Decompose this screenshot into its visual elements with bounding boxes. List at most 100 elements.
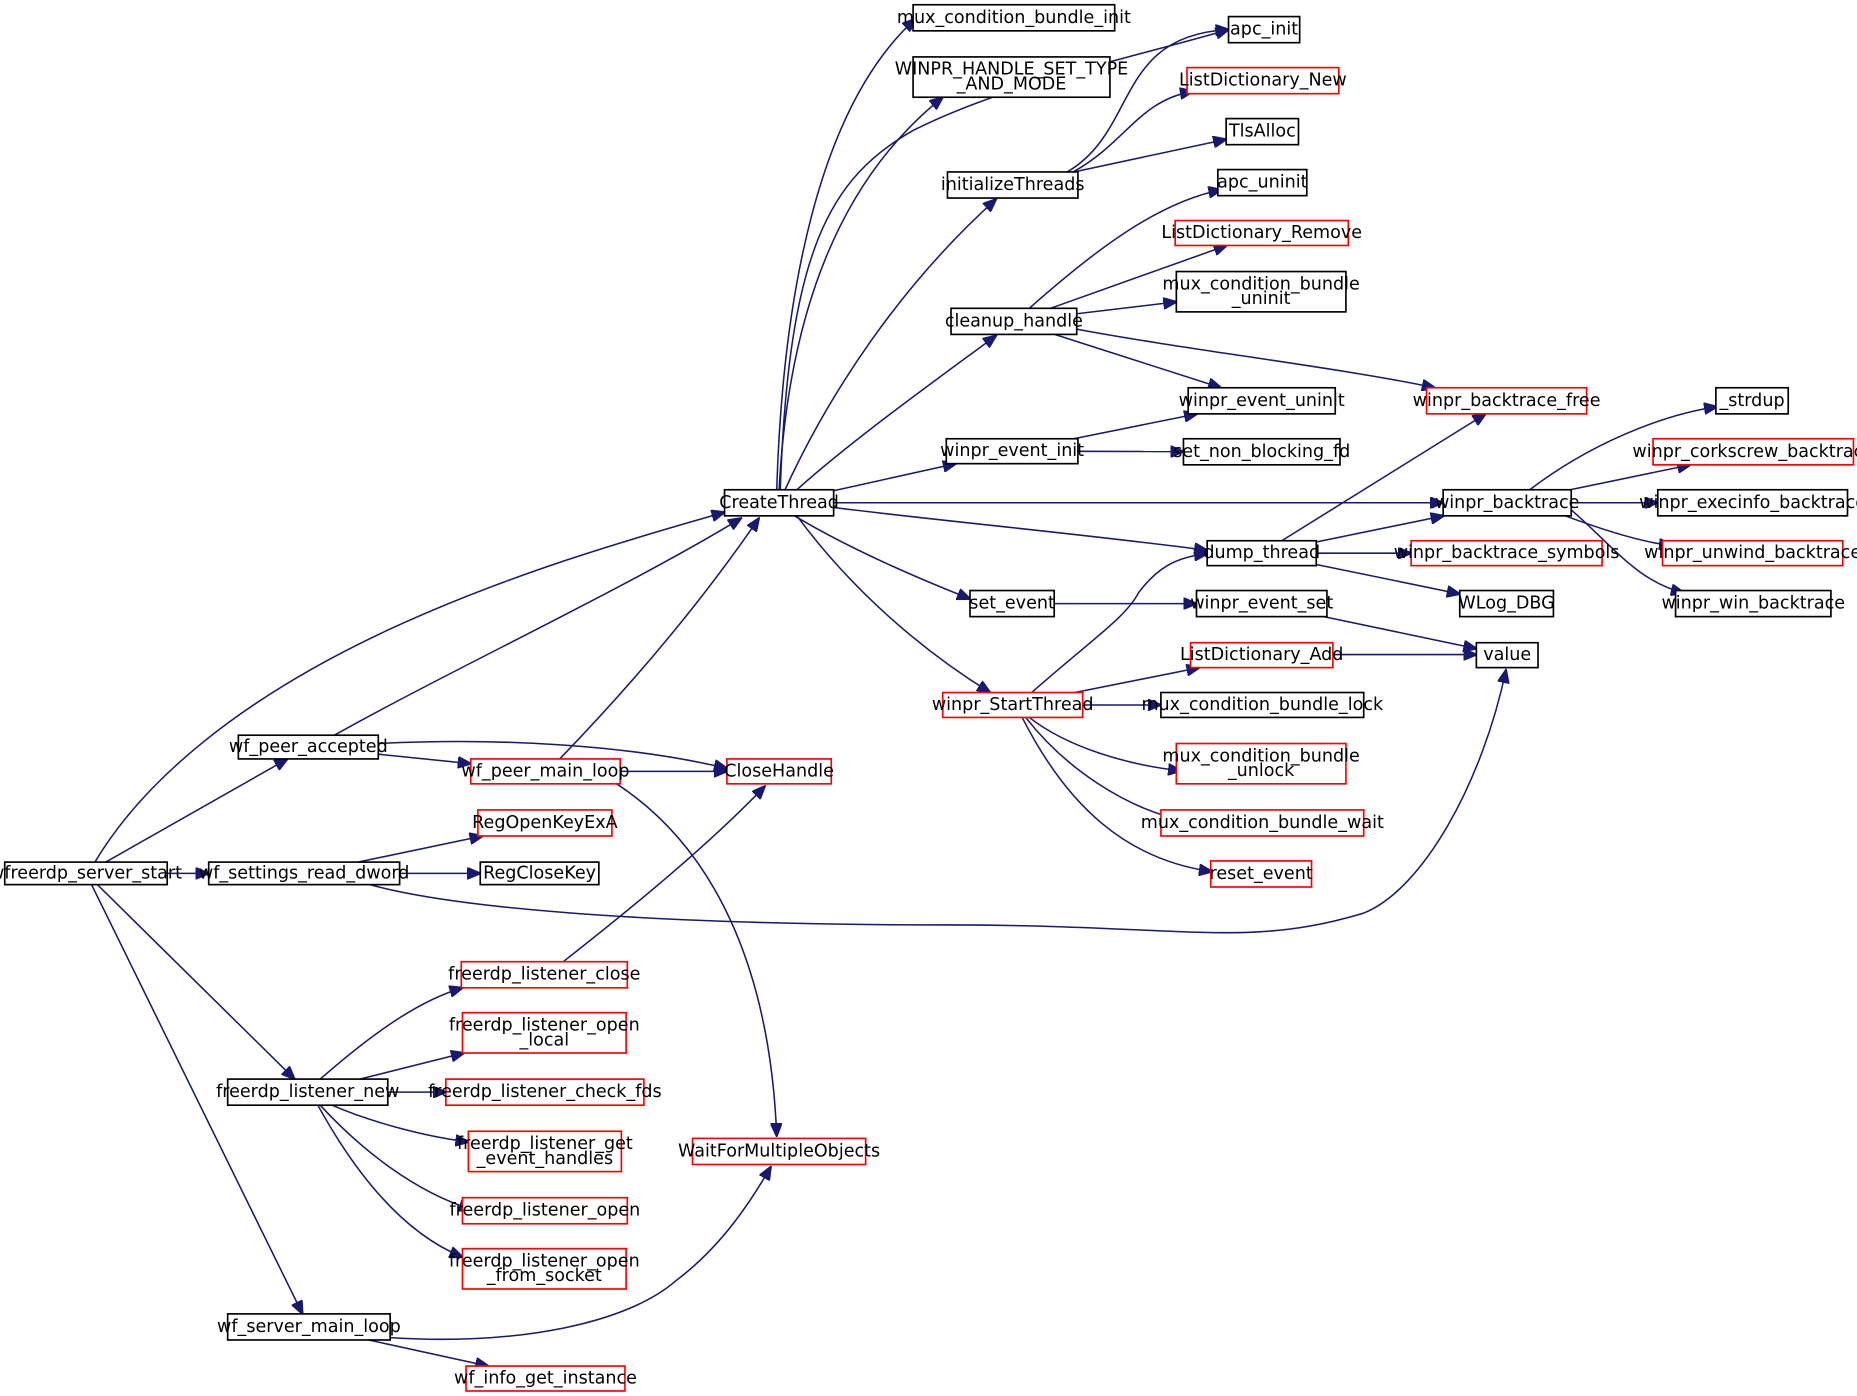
node-freerdp_listener_get_event_handles[interactable]: freerdp_listener_get_event_handles	[457, 1130, 633, 1173]
node-WaitForMultipleObjects[interactable]: WaitForMultipleObjects	[678, 1137, 880, 1166]
node-box[interactable]	[1186, 66, 1340, 95]
node-box[interactable]	[941, 691, 1084, 719]
node-winpr_backtrace[interactable]: winpr_backtrace	[1435, 488, 1579, 517]
node-box[interactable]	[1410, 539, 1603, 567]
node-box[interactable]	[1442, 488, 1573, 517]
node-box[interactable]	[207, 861, 401, 886]
node-box[interactable]	[1182, 437, 1341, 466]
node-box[interactable]	[969, 589, 1056, 618]
node-wf_server_main_loop[interactable]: wf_server_main_loop	[217, 1313, 401, 1341]
node-freerdp_listener_new[interactable]: freerdp_listener_new	[216, 1078, 399, 1107]
node-RegOpenKeyExA[interactable]: RegOpenKeyExA	[472, 809, 618, 837]
node-freerdp_listener_check_fds[interactable]: freerdp_listener_check_fds	[428, 1078, 662, 1107]
node-box[interactable]	[1160, 691, 1365, 719]
node-box[interactable]	[1217, 168, 1308, 197]
node-freerdp_listener_open_from_socket[interactable]: freerdp_listener_open_from_socket	[449, 1247, 640, 1290]
node-freerdp_listener_open[interactable]: freerdp_listener_open	[449, 1196, 640, 1225]
node-mux_condition_bundle_init[interactable]: mux_condition_bundle_init	[897, 3, 1131, 32]
node-box[interactable]	[467, 1130, 623, 1173]
node-box[interactable]	[1661, 539, 1844, 567]
node-box[interactable]	[226, 1078, 389, 1107]
node-box[interactable]	[723, 488, 835, 517]
node-box[interactable]	[226, 1313, 391, 1341]
node-box[interactable]	[1458, 589, 1555, 618]
node-box[interactable]	[1175, 742, 1347, 785]
node-mux_condition_bundle_unlock[interactable]: mux_condition_bundle_unlock	[1162, 742, 1360, 785]
node-_strdup[interactable]: _strdup	[1715, 386, 1790, 415]
node-freerdp_listener_close[interactable]: freerdp_listener_close	[448, 960, 640, 989]
node-winpr_unwind_backtrace[interactable]: winpr_unwind_backtrace	[1644, 539, 1857, 567]
node-RegCloseKey[interactable]: RegCloseKey	[479, 861, 600, 886]
node-box[interactable]	[460, 960, 629, 989]
node-box[interactable]	[445, 1078, 645, 1107]
node-box[interactable]	[1225, 117, 1300, 146]
node-CloseHandle[interactable]: CloseHandle	[724, 758, 834, 785]
node-ListDictionary_New[interactable]: ListDictionary_New	[1179, 66, 1347, 95]
node-cleanup_handle[interactable]: cleanup_handle	[945, 307, 1083, 336]
node-WINPR_HANDLE_SET_TYPE_AND_MODE[interactable]: WINPR_HANDLE_SET_TYPE_AND_MODE	[895, 56, 1129, 99]
node-ListDictionary_Add[interactable]: ListDictionary_Add	[1180, 641, 1343, 669]
node-box[interactable]	[1187, 386, 1337, 415]
node-box[interactable]	[1674, 589, 1832, 618]
node-box[interactable]	[1715, 386, 1790, 415]
node-box[interactable]	[1227, 15, 1301, 44]
node-winpr_event_init[interactable]: winpr_event_init	[940, 437, 1084, 465]
node-winpr_corkscrew_backtrace[interactable]: winpr_corkscrew_backtrace	[1632, 437, 1857, 466]
node-CreateThread[interactable]: CreateThread	[719, 488, 839, 517]
node-box[interactable]	[1206, 539, 1318, 567]
node-box[interactable]	[950, 307, 1078, 336]
node-box[interactable]	[461, 1196, 629, 1225]
node-box[interactable]	[477, 809, 613, 837]
node-apc_init[interactable]: apc_init	[1227, 15, 1301, 44]
node-wf_settings_read_dword[interactable]: wf_settings_read_dword	[199, 861, 410, 886]
node-box[interactable]	[1174, 219, 1350, 247]
node-box[interactable]	[1160, 809, 1365, 837]
node-box[interactable]	[912, 56, 1111, 99]
node-box[interactable]	[912, 3, 1116, 32]
node-winpr_backtrace_free[interactable]: winpr_backtrace_free	[1413, 386, 1601, 415]
node-box[interactable]	[1189, 641, 1334, 669]
node-reset_event[interactable]: reset_event	[1209, 860, 1313, 888]
node-box[interactable]	[469, 758, 622, 785]
node-winpr_event_set[interactable]: winpr_event_set	[1190, 589, 1333, 618]
node-box[interactable]	[479, 861, 600, 886]
node-ListDictionary_Remove[interactable]: ListDictionary_Remove	[1161, 219, 1362, 247]
node-mux_condition_bundle_lock[interactable]: mux_condition_bundle_lock	[1141, 691, 1384, 719]
node-box[interactable]	[461, 1011, 627, 1054]
node-winpr_StartThread[interactable]: winpr_StartThread	[932, 691, 1094, 719]
node-mux_condition_bundle_uninit[interactable]: mux_condition_bundle_uninit	[1162, 270, 1360, 313]
node-box[interactable]	[1209, 860, 1313, 888]
node-box[interactable]	[1425, 386, 1588, 415]
node-wf_info_get_instance[interactable]: wf_info_get_instance	[454, 1365, 637, 1392]
node-TlsAlloc[interactable]: TlsAlloc	[1225, 117, 1300, 146]
node-box[interactable]	[1652, 437, 1855, 466]
node-apc_uninit[interactable]: apc_uninit	[1217, 168, 1308, 197]
node-box[interactable]	[1475, 641, 1539, 669]
node-box[interactable]	[1175, 270, 1347, 313]
node-box[interactable]	[3, 861, 169, 886]
node-box[interactable]	[945, 437, 1079, 465]
node-box[interactable]	[1195, 589, 1328, 618]
node-winpr_execinfo_backtrace[interactable]: winpr_execinfo_backtrace	[1639, 488, 1857, 517]
node-set_non_blocking_fd[interactable]: set_non_blocking_fd	[1173, 437, 1350, 466]
node-dump_thread[interactable]: dump_thread	[1203, 539, 1320, 567]
node-box[interactable]	[237, 734, 380, 760]
node-box[interactable]	[1656, 488, 1849, 517]
node-box[interactable]	[946, 171, 1079, 199]
node-mux_condition_bundle_wait[interactable]: mux_condition_bundle_wait	[1141, 809, 1384, 837]
node-winpr_event_uninit[interactable]: winpr_event_uninit	[1179, 386, 1345, 415]
node-wf_peer_accepted[interactable]: wf_peer_accepted	[229, 734, 388, 760]
node-wf_peer_main_loop[interactable]: wf_peer_main_loop	[461, 758, 630, 785]
node-initializeThreads[interactable]: initializeThreads	[941, 171, 1085, 199]
node-box[interactable]	[691, 1137, 867, 1166]
node-set_event[interactable]: set_event	[969, 589, 1056, 618]
node-winpr_backtrace_symbols[interactable]: winpr_backtrace_symbols	[1394, 539, 1620, 567]
node-box[interactable]	[726, 758, 833, 785]
node-box[interactable]	[465, 1365, 626, 1392]
node-value[interactable]: value	[1475, 641, 1539, 669]
node-box[interactable]	[461, 1247, 627, 1290]
node-freerdp_listener_open_local[interactable]: freerdp_listener_open_local	[449, 1011, 640, 1054]
node-wfreerdp_server_start[interactable]: wfreerdp_server_start	[0, 861, 182, 886]
node-winpr_win_backtrace[interactable]: winpr_win_backtrace	[1661, 589, 1845, 618]
node-WLog_DBG[interactable]: WLog_DBG	[1458, 589, 1555, 618]
